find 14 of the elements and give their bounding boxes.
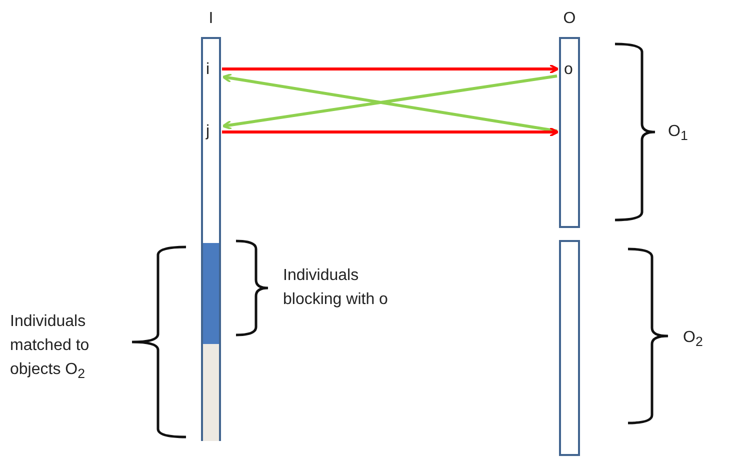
bracket-label: O$_{1}$	[668, 122, 689, 146]
item-letter: o	[561, 61, 578, 79]
column-heading: O	[562, 9, 577, 29]
item-letter: i	[203, 61, 219, 79]
segment-bar	[203, 344, 219, 441]
bracket-label: O$_{2}$	[683, 328, 704, 352]
bracket-label: Individuals matched to objects O$_{2}$	[10, 312, 90, 384]
arrow	[222, 64, 559, 74]
column-bar	[559, 240, 580, 456]
arrow	[222, 127, 559, 137]
bracket-label: Individuals blocking with o	[283, 266, 389, 310]
segment-bar	[203, 243, 219, 344]
item-letter: j	[203, 123, 219, 141]
column-heading: I	[208, 9, 214, 29]
